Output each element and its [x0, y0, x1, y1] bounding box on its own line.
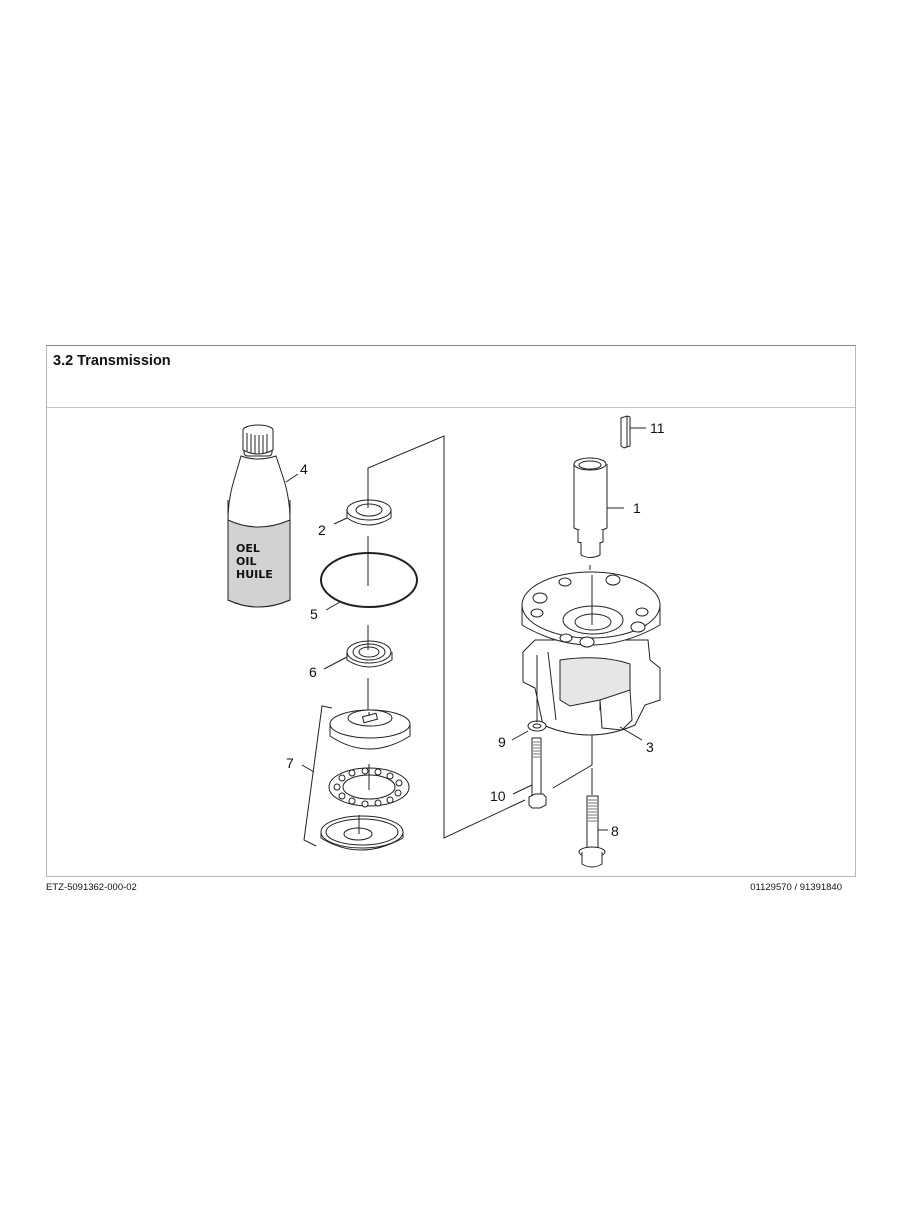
thrust-bearing-set-part	[301, 705, 411, 851]
bottle-label-oel: OEL	[236, 542, 260, 555]
callout-6: 6	[309, 664, 317, 680]
callout-4: 4	[300, 461, 308, 477]
oil-bottle-part: OEL OIL HUILE	[227, 424, 299, 608]
callout-9: 9	[498, 734, 506, 750]
part-numbers: 01129570 / 91391840	[750, 882, 842, 893]
document-id: ETZ-5091362-000-02	[46, 882, 137, 893]
section-title: 3.2 Transmission	[53, 353, 171, 369]
diagram-frame: 3.2 Transmission	[46, 345, 856, 877]
key-part	[620, 415, 646, 449]
flange-bolt-part	[578, 768, 608, 868]
section-header: 3.2 Transmission	[47, 346, 855, 408]
callout-7: 7	[286, 755, 294, 771]
callout-5: 5	[310, 606, 318, 622]
assembly-leader-lines	[367, 435, 593, 839]
o-ring-part	[320, 536, 418, 611]
callout-11: 11	[650, 420, 665, 436]
callout-1: 1	[633, 500, 641, 516]
ball-bearing-part	[323, 625, 393, 712]
seal-ring-part	[333, 480, 392, 526]
washer-part	[511, 655, 547, 741]
callout-8: 8	[611, 823, 619, 839]
callout-labels: 1 2 3 4 5 6 7 8 9 10 11	[286, 420, 665, 839]
bottle-label-oil: OIL	[236, 555, 256, 568]
bottle-label-huile: HUILE	[236, 568, 273, 581]
hex-bolt-part	[512, 737, 547, 809]
callout-2: 2	[318, 522, 326, 538]
callout-3: 3	[646, 739, 654, 755]
transmission-housing-part	[521, 571, 661, 741]
shaft-sleeve-part	[573, 457, 624, 570]
callout-10: 10	[490, 788, 506, 804]
